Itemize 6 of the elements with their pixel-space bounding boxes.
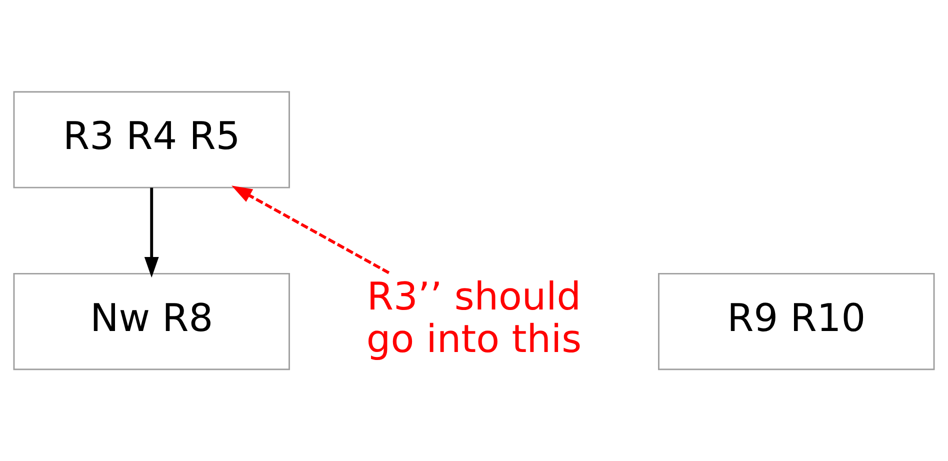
node-box: R3 R4 R5 xyxy=(13,90,290,188)
arrow xyxy=(232,185,390,274)
node-box: Nw R8 xyxy=(13,272,290,370)
node-text: R3’’ should go into this xyxy=(366,274,582,362)
arrow xyxy=(144,187,159,278)
node-box: R9 R10 xyxy=(658,272,935,370)
